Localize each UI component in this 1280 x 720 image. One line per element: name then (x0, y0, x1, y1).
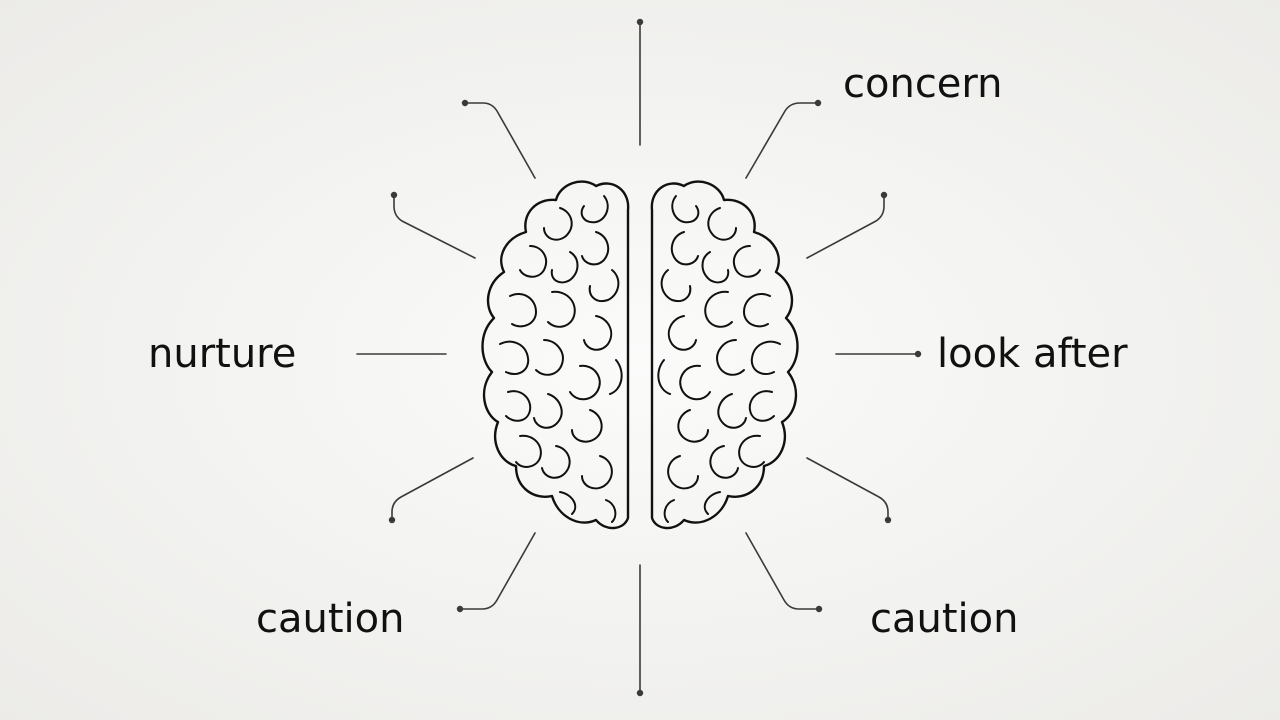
label-concern: concern (843, 61, 1003, 107)
connector-left-upper (390, 191, 476, 259)
connector-lines (356, 18, 922, 697)
connector-right-upper (806, 191, 888, 259)
label-nurture: nurture (148, 331, 297, 377)
label-caution-left: caution (256, 596, 405, 642)
connector-right-lower (806, 457, 892, 524)
connector-right-middle (835, 350, 922, 358)
connector-lower-right (745, 532, 823, 613)
brain-right-folds (657, 195, 781, 523)
brain-right-hemisphere (650, 180, 799, 530)
connector-left-lower (388, 457, 474, 524)
connector-bottom (636, 564, 644, 697)
brain-left-folds (499, 195, 623, 523)
label-caution-right: caution (870, 596, 1019, 642)
label-look-after: look after (937, 331, 1128, 377)
connector-lower-left (456, 532, 536, 613)
brain-left-hemisphere (481, 180, 630, 530)
connector-upper-right (745, 99, 822, 179)
connector-top (636, 18, 644, 146)
connector-upper-left (461, 99, 536, 179)
brain-icon (481, 180, 799, 530)
